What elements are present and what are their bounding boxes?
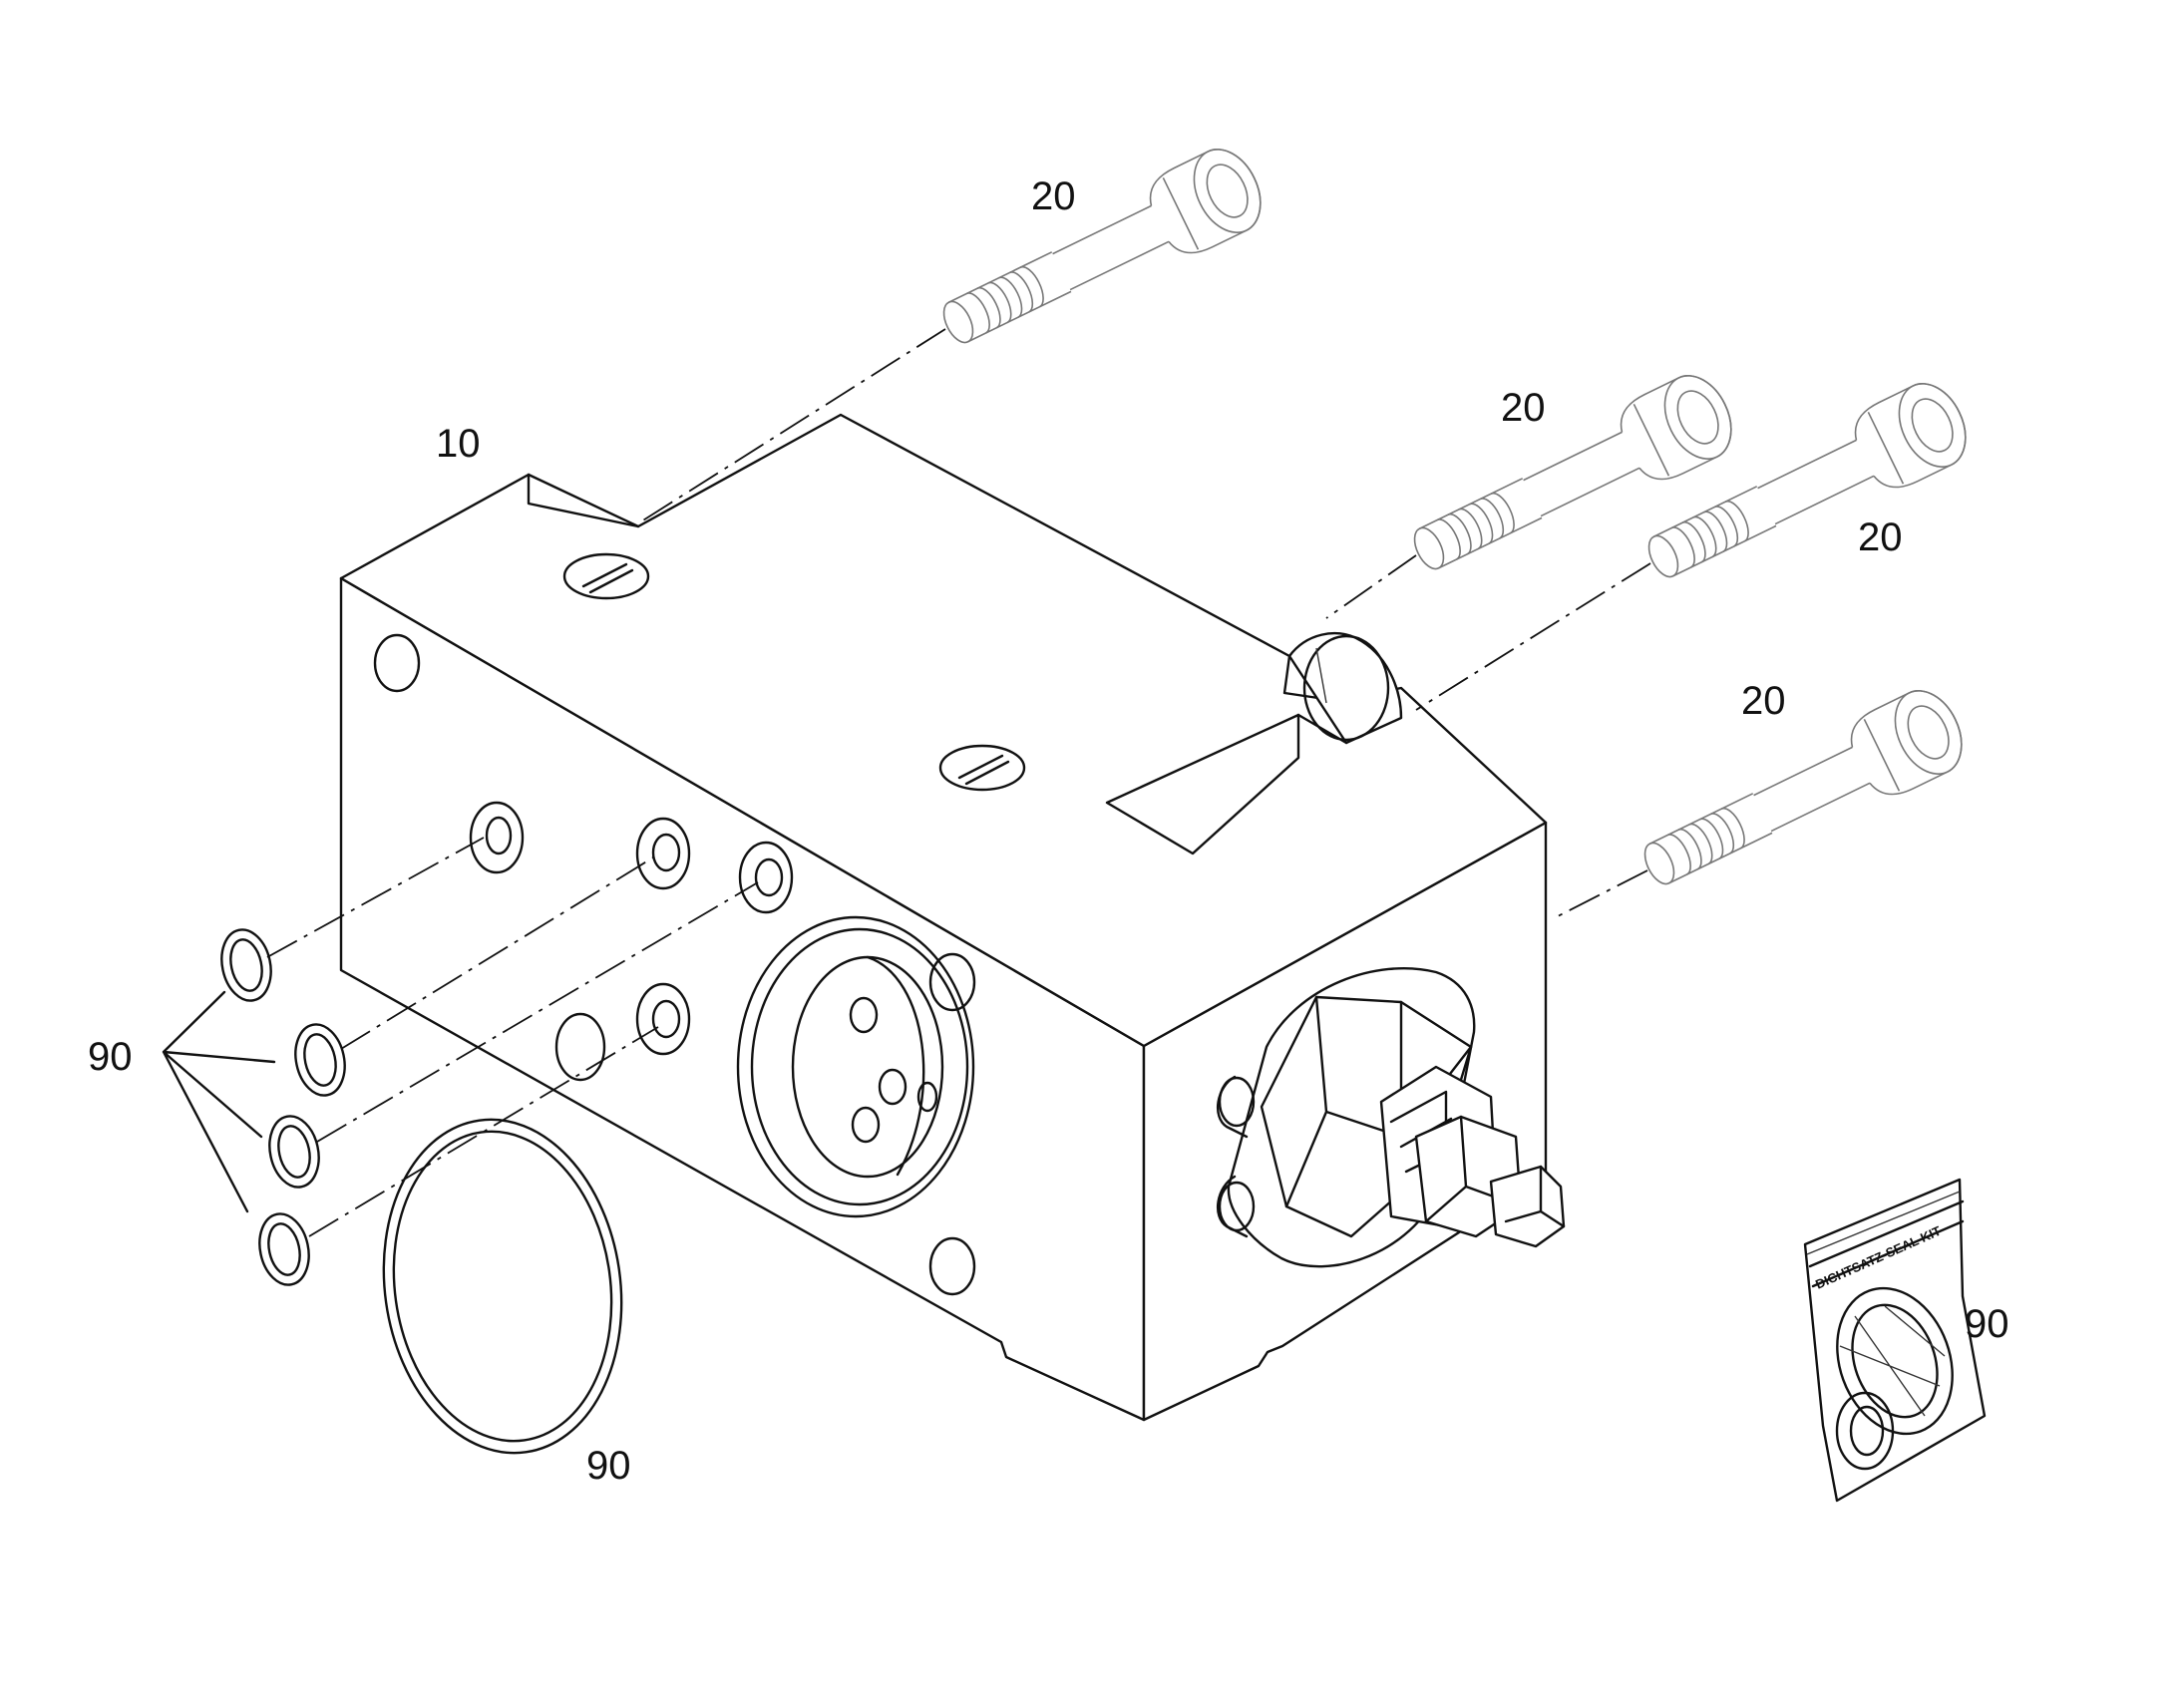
callout-housing: 10 [436,422,481,466]
valve-housing-icon [339,413,1566,1422]
callout-screw-3: 20 [1858,515,1903,559]
callout-screw-1: 20 [1031,174,1076,218]
o-ring-icon [213,923,623,1455]
callout-screw-2: 20 [1501,386,1546,430]
callout-seal-kit: 90 [1965,1302,2009,1346]
callout-seals-left: 90 [88,1035,133,1079]
seal-kit-bag-icon: DICHTSATZ-SEAL KIT [1803,1178,1987,1503]
callout-seal-large: 90 [586,1444,631,1488]
callout-screw-4: 20 [1741,679,1786,723]
